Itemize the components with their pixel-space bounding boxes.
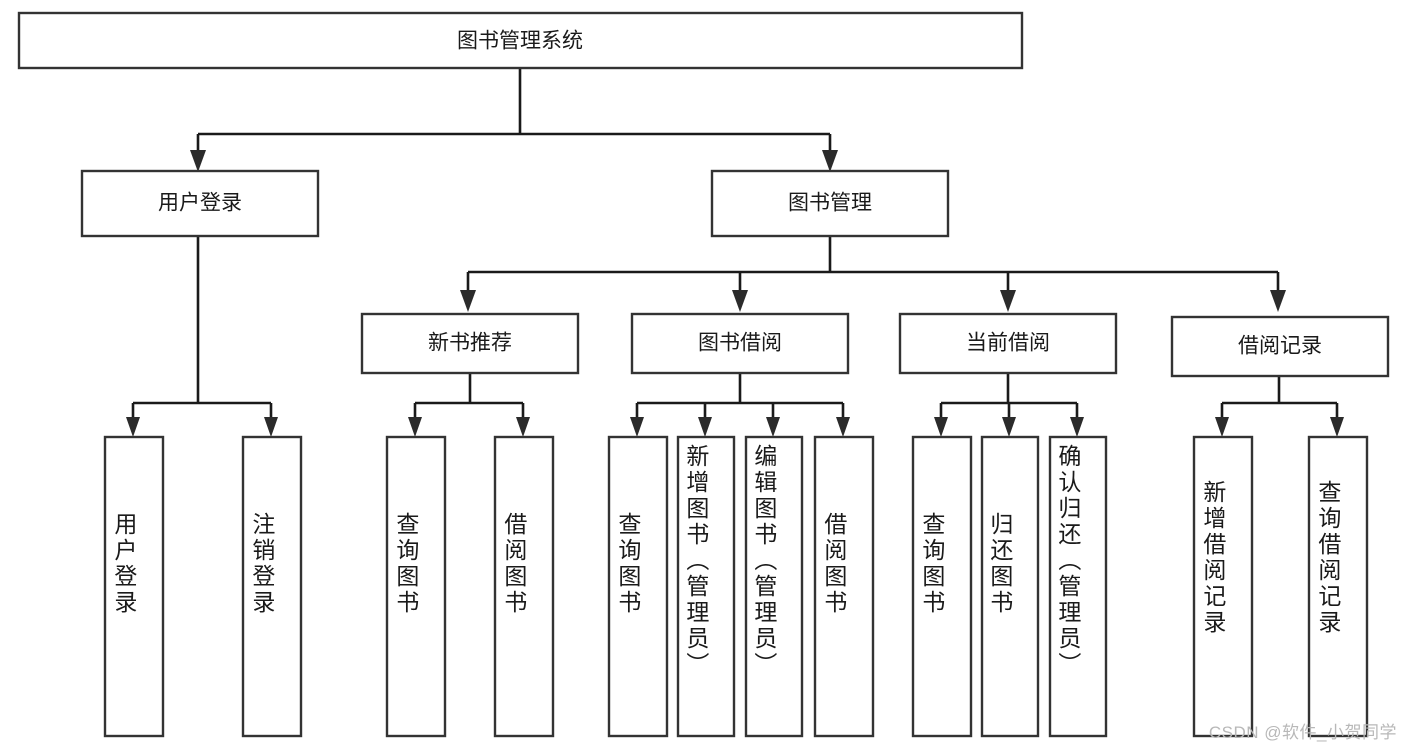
- node-new-book-recommend-box[interactable]: [360, 312, 580, 375]
- leaf-box-book-borrow-4[interactable]: [813, 435, 875, 738]
- arrowhead-leaf-borrow-record-1: [1215, 417, 1229, 437]
- arrowhead-group: [126, 150, 1344, 437]
- leaf-box-book-borrow-1[interactable]: [607, 435, 669, 738]
- node-root-box[interactable]: [17, 11, 1024, 70]
- leaf-box-borrow-record-1[interactable]: [1192, 435, 1254, 738]
- node-user-login-box[interactable]: [80, 169, 320, 238]
- leaf-box-current-borrow-2[interactable]: [980, 435, 1040, 738]
- leaf-box-user-login-1[interactable]: [103, 435, 165, 738]
- leaf-box-borrow-record-2[interactable]: [1307, 435, 1369, 738]
- arrowhead-leaf-current-borrow-2: [1002, 417, 1016, 437]
- node-book-borrow[interactable]: 图书借阅: [630, 312, 850, 375]
- arrowhead-current-borrow: [1000, 290, 1016, 312]
- leaf-box-book-borrow-3[interactable]: [744, 435, 804, 738]
- node-book-borrow-box[interactable]: [630, 312, 850, 375]
- node-borrow-record-box[interactable]: [1170, 315, 1390, 378]
- arrowhead-borrow-record: [1270, 290, 1286, 312]
- csdn-watermark: CSDN @软件_小贺同学: [1208, 723, 1397, 742]
- node-book-borrow-label: 图书借阅: [698, 332, 782, 355]
- arrowhead-leaf-book-borrow-4: [836, 417, 850, 437]
- leaf-box-user-login-2[interactable]: [241, 435, 303, 738]
- node-borrow-record-label: 借阅记录: [1238, 335, 1322, 358]
- node-user-login[interactable]: 用户登录: [80, 169, 320, 238]
- node-book-manage-box[interactable]: [710, 169, 950, 238]
- arrowhead-book-manage: [822, 150, 838, 172]
- node-root-label: 图书管理系统: [457, 30, 583, 53]
- node-book-manage-label: 图书管理: [788, 192, 872, 215]
- arrowhead-leaf-new-book-2: [516, 417, 530, 437]
- node-new-book-recommend[interactable]: 新书推荐: [360, 312, 580, 375]
- node-new-book-recommend-label: 新书推荐: [428, 332, 512, 355]
- leaf-box-current-borrow-1[interactable]: [911, 435, 973, 738]
- arrowhead-leaf-book-borrow-3: [766, 417, 780, 437]
- arrowhead-leaf-borrow-record-2: [1330, 417, 1344, 437]
- arrowhead-leaf-user-login-2: [264, 417, 278, 437]
- connector-group: [131, 69, 1339, 419]
- arrowhead-leaf-book-borrow-2: [698, 417, 712, 437]
- arrowhead-new-book: [460, 290, 476, 312]
- node-current-borrow-box[interactable]: [898, 312, 1118, 375]
- node-book-manage[interactable]: 图书管理: [710, 169, 950, 238]
- arrowhead-leaf-current-borrow-3: [1070, 417, 1084, 437]
- leaf-box-book-borrow-2[interactable]: [676, 435, 736, 738]
- leaf-box-new-book-2[interactable]: [493, 435, 555, 738]
- arrowhead-leaf-new-book-1: [408, 417, 422, 437]
- arrowhead-user-login: [190, 150, 206, 172]
- arrowhead-book-borrow: [732, 290, 748, 312]
- arrowhead-leaf-user-login-1: [126, 417, 140, 437]
- node-borrow-record[interactable]: 借阅记录: [1170, 315, 1390, 378]
- arrowhead-leaf-current-borrow-1: [934, 417, 948, 437]
- node-root[interactable]: 图书管理系统: [17, 11, 1024, 70]
- arrowhead-leaf-book-borrow-1: [630, 417, 644, 437]
- node-current-borrow-label: 当前借阅: [966, 332, 1050, 355]
- leaf-box-new-book-1[interactable]: [385, 435, 447, 738]
- leaf-box-group: [103, 435, 1369, 738]
- leaf-box-current-borrow-3[interactable]: [1048, 435, 1108, 738]
- node-current-borrow[interactable]: 当前借阅: [898, 312, 1118, 375]
- node-user-login-label: 用户登录: [158, 192, 242, 215]
